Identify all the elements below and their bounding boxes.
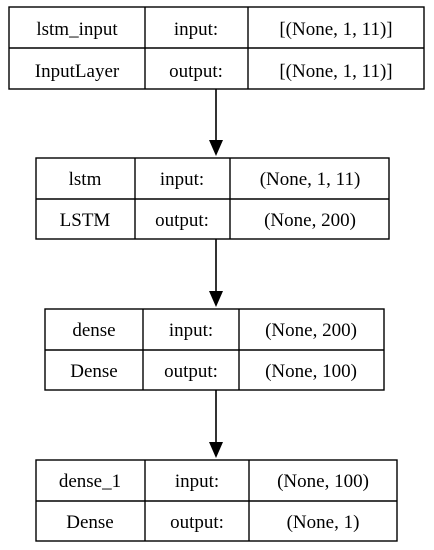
input-label: input: [160, 169, 204, 190]
edge-arrow [209, 89, 223, 156]
layer-name: lstm_input [36, 19, 118, 40]
output-label: output: [169, 61, 223, 82]
output-shape: (None, 100) [265, 361, 357, 382]
input-shape: (None, 1, 11) [260, 169, 361, 190]
output-shape: [(None, 1, 11)] [279, 61, 392, 82]
layer-node-dense: dense Dense input: output: (None, 200) (… [44, 308, 385, 391]
input-shape: [(None, 1, 11)] [279, 19, 392, 40]
layer-type: InputLayer [35, 61, 120, 82]
layer-type: Dense [66, 512, 113, 533]
layer-node-lstm: lstm LSTM input: output: (None, 1, 11) (… [35, 157, 390, 240]
layer-name: dense_1 [59, 471, 121, 492]
input-shape: (None, 200) [265, 320, 357, 341]
arrow-head-icon [209, 291, 223, 307]
layer-node-dense-1: dense_1 Dense input: output: (None, 100)… [35, 459, 398, 542]
input-label: input: [174, 19, 218, 40]
edge-arrow [209, 239, 223, 307]
arrow-head-icon [209, 442, 223, 458]
output-shape: (None, 1) [287, 512, 360, 533]
edge-arrow [209, 390, 223, 458]
arrow-head-icon [209, 140, 223, 156]
output-shape: (None, 200) [264, 210, 356, 231]
input-label: input: [169, 320, 213, 341]
layer-name: dense [72, 320, 115, 341]
layer-node-lstm-input: lstm_input InputLayer input: output: [(N… [8, 6, 425, 90]
output-label: output: [170, 512, 224, 533]
layer-type: LSTM [60, 210, 111, 231]
output-label: output: [155, 210, 209, 231]
layer-type: Dense [70, 361, 117, 382]
layer-name: lstm [69, 169, 102, 190]
input-label: input: [175, 471, 219, 492]
input-shape: (None, 100) [277, 471, 369, 492]
output-label: output: [164, 361, 218, 382]
